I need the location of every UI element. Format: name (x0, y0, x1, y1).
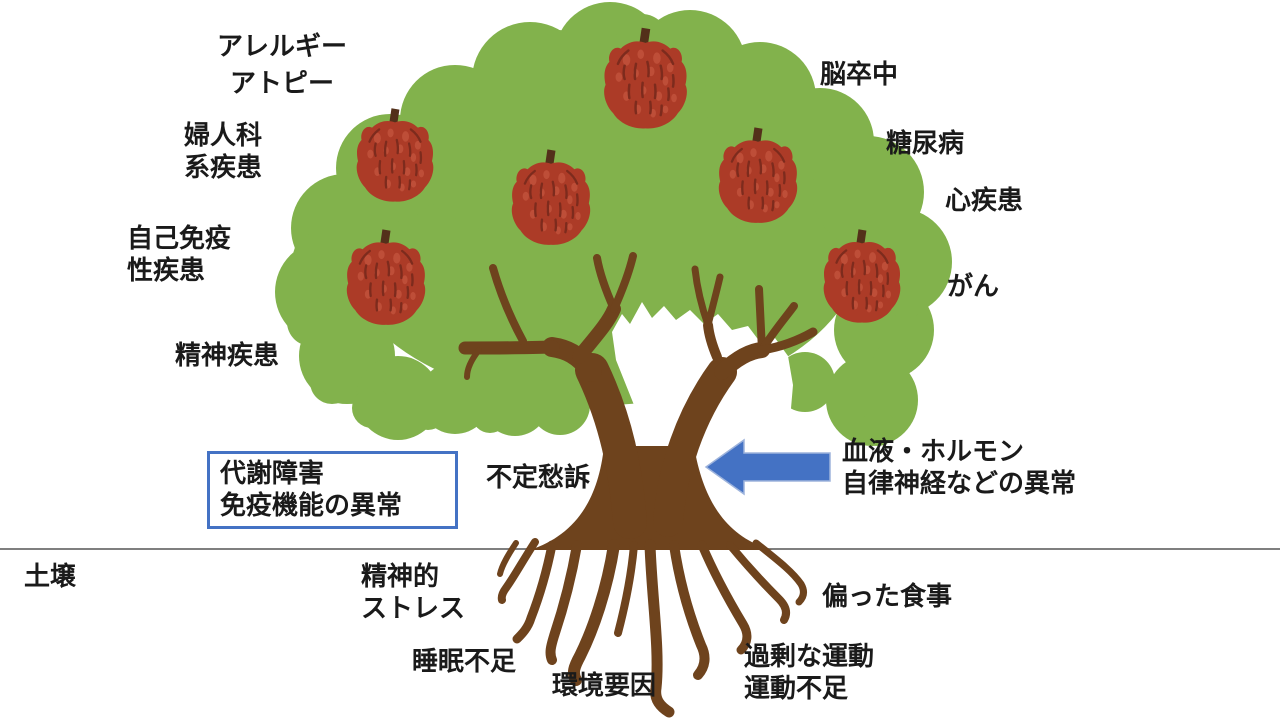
label-environmental-factors: 環境要因 (552, 670, 657, 700)
label-metabolic-disorder: 代謝障害 免疫機能の異常 (220, 458, 403, 520)
label-blood-hormone-abnormality: 血液・ホルモン 自律神経などの異常 (842, 436, 1077, 498)
label-gynecological-disease: 婦人科 系疾患 (183, 120, 262, 182)
tree-roots (497, 538, 807, 718)
label-allergy-atopy: アレルギー アトピー (216, 31, 347, 98)
label-unbalanced-diet: 偏った食事 (822, 581, 953, 611)
label-soil: 土壌 (24, 561, 77, 591)
label-sleep-deprivation: 睡眠不足 (412, 646, 517, 676)
label-indefinite-complaints: 不定愁訴 (486, 462, 591, 492)
label-psychiatric-disease: 精神疾患 (175, 340, 280, 370)
left-arrow-icon (704, 438, 831, 496)
metabolic-disorder-box: 代謝障害 免疫機能の異常 (207, 451, 458, 529)
label-autoimmune-disease: 自己免疫 性疾患 (127, 223, 232, 285)
tree-trunk (530, 446, 772, 550)
label-stroke: 脳卒中 (820, 59, 899, 89)
label-diabetes: 糖尿病 (886, 128, 965, 158)
label-heart-disease: 心疾患 (945, 185, 1024, 215)
label-exercise-imbalance: 過剰な運動 運動不足 (744, 641, 875, 703)
label-mental-stress: 精神的 ストレス (361, 561, 466, 623)
tree-branches (458, 252, 818, 539)
label-cancer: がん (947, 271, 1000, 301)
